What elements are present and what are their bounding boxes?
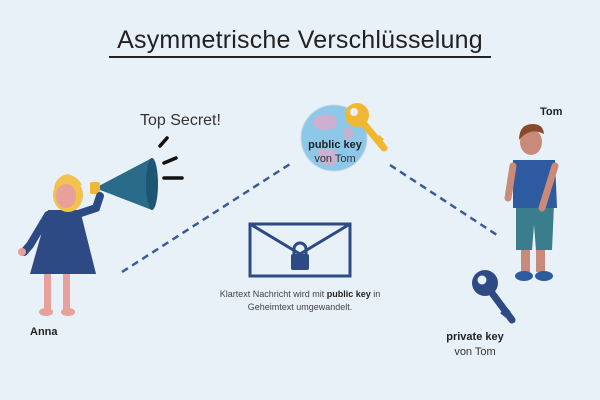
- receiver-name: Tom: [540, 106, 563, 118]
- anna-figure-icon: [18, 174, 104, 316]
- diagram-title: Asymmetrische Verschlüsselung: [117, 26, 483, 54]
- tom-figure-icon: [504, 124, 559, 281]
- public-key-label: public key von Tom: [290, 138, 380, 166]
- caption-part1: Klartext Nachricht wird mit: [219, 289, 325, 299]
- public-key-owner: von Tom: [314, 153, 356, 165]
- private-key-title: private key: [446, 331, 504, 343]
- sender-name: Anna: [30, 326, 58, 338]
- locked-envelope-icon: [248, 222, 352, 278]
- caption-bold: public key: [326, 289, 371, 299]
- envelope-caption: Klartext Nachricht wird mit public key i…: [215, 288, 385, 314]
- connector-right: [389, 163, 498, 237]
- private-key-label: private key von Tom: [430, 330, 520, 360]
- title-underline: [109, 56, 491, 58]
- public-key-title: public key: [308, 139, 362, 151]
- speech-text: Top Secret!: [140, 112, 221, 129]
- private-key-owner: von Tom: [454, 346, 496, 358]
- public-key-icon: [345, 103, 388, 152]
- megaphone-icon: [90, 136, 184, 210]
- caption-part2: in Geheimtext umgewandelt.: [247, 289, 381, 312]
- private-key-icon: [472, 270, 516, 324]
- connector-left: [121, 162, 291, 274]
